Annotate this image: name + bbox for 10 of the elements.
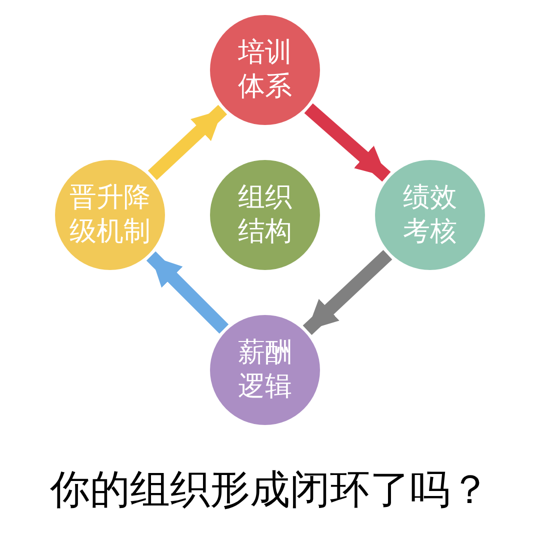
block-arrow <box>148 104 228 180</box>
node-label: 培训体系 <box>237 36 293 104</box>
node-label: 绩效考核 <box>402 181 458 249</box>
block-arrow <box>146 251 229 334</box>
block-arrow <box>304 103 391 182</box>
title: 你的组织形成闭环了吗？ <box>49 466 491 515</box>
block-arrow <box>302 250 392 336</box>
node-label: 组织结构 <box>237 181 293 249</box>
node-label: 晋升降级机制 <box>68 181 152 249</box>
node-label: 薪酬逻辑 <box>237 336 293 404</box>
